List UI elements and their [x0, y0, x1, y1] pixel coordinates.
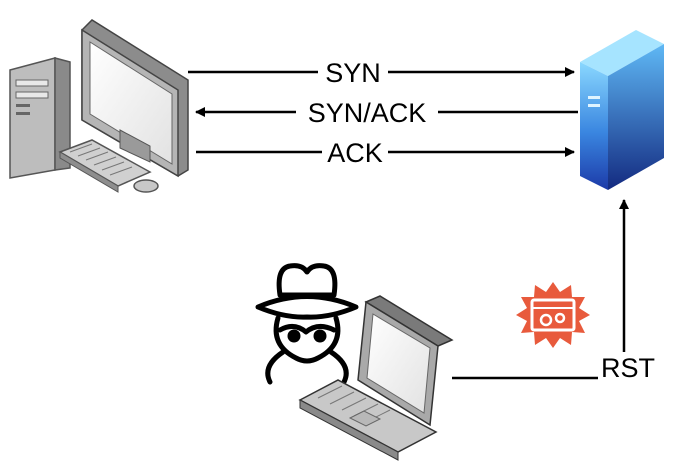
desktop-computer-icon — [9, 19, 189, 193]
server-tower-icon — [580, 30, 664, 190]
ack-label: ACK — [327, 138, 383, 168]
synack-label: SYN/ACK — [308, 98, 427, 128]
laptop-icon — [298, 295, 454, 461]
syn-label: SYN — [325, 58, 381, 88]
malware-gear-burst-icon — [516, 282, 590, 348]
spy-hat-icon — [255, 263, 359, 385]
rst-label: RST — [601, 353, 655, 383]
